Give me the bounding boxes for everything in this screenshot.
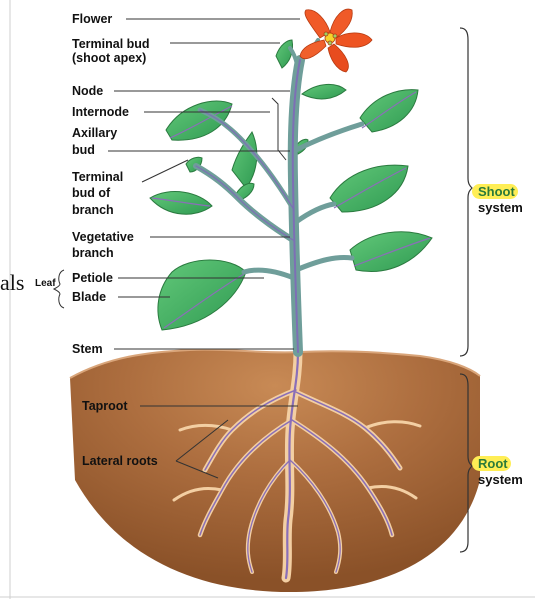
soil — [70, 350, 480, 592]
label-lateral-roots: Lateral roots — [82, 454, 158, 469]
label-terminal-bud: Terminal bud — [72, 37, 150, 52]
label-axillary-bud: bud — [72, 143, 95, 158]
label-stem: Stem — [72, 342, 103, 357]
label-vegetative: Vegetative — [72, 230, 134, 245]
label-blade: Blade — [72, 290, 106, 305]
label-root: Root — [478, 456, 511, 471]
label-internode: Internode — [72, 105, 129, 120]
label-terminal: Terminal — [72, 170, 123, 185]
label-bud-of: bud of — [72, 186, 110, 201]
label-taproot: Taproot — [82, 399, 128, 414]
label-vegetative-branch: branch — [72, 246, 114, 261]
label-root-system: system — [478, 472, 523, 487]
label-shoot-system: system — [478, 200, 523, 215]
label-branch: branch — [72, 203, 114, 218]
label-petiole: Petiole — [72, 271, 113, 286]
label-leaf: Leaf — [35, 276, 56, 291]
label-shoot-apex: (shoot apex) — [72, 51, 146, 66]
label-axillary: Axillary — [72, 126, 117, 141]
label-node: Node — [72, 84, 103, 99]
label-flower: Flower — [72, 12, 112, 27]
label-shoot: Shoot — [478, 184, 518, 199]
shoot-bracket — [460, 28, 472, 356]
flower — [300, 9, 372, 72]
overflow-text: als — [0, 270, 24, 296]
